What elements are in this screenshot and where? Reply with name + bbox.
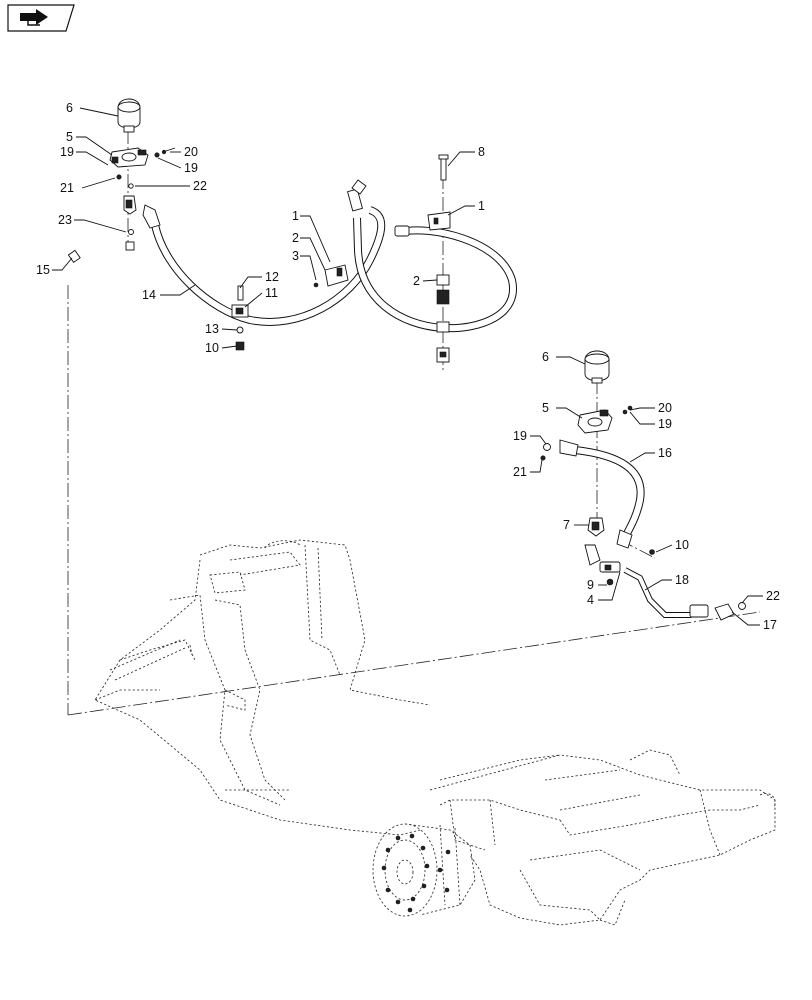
callout-2: 2 xyxy=(413,274,420,288)
axle-frame-outline xyxy=(94,539,776,926)
callout-14: 14 xyxy=(142,288,156,302)
callout-17: 17 xyxy=(763,618,777,632)
hose-loop[interactable] xyxy=(353,217,518,333)
callout-19: 19 xyxy=(658,417,672,431)
hose-clamp-stack[interactable] xyxy=(436,274,450,363)
callout-1: 1 xyxy=(478,199,485,213)
right-accumulator-assembly xyxy=(540,350,746,621)
hose-clamp-upper[interactable] xyxy=(427,211,451,231)
tee-fitting-7[interactable] xyxy=(587,517,605,537)
elbow-fitting[interactable] xyxy=(584,544,621,573)
callout-9: 9 xyxy=(587,578,594,592)
callout-8: 8 xyxy=(478,145,485,159)
assembly-chain-lines xyxy=(67,130,761,716)
callout-5: 5 xyxy=(542,401,549,415)
callout-22: 22 xyxy=(193,179,207,193)
fitting-17[interactable] xyxy=(714,602,746,621)
bracket-left[interactable] xyxy=(109,147,149,168)
callout-11: 11 xyxy=(265,286,278,300)
tube-18[interactable] xyxy=(623,567,709,618)
callout-19: 19 xyxy=(184,161,198,175)
callout-6: 6 xyxy=(66,101,73,115)
callout-15: 15 xyxy=(36,263,50,277)
callout-21: 21 xyxy=(60,181,74,195)
clamp-11[interactable] xyxy=(231,285,249,351)
callout-7: 7 xyxy=(563,518,570,532)
callout-19: 19 xyxy=(60,145,74,159)
callout-22: 22 xyxy=(766,589,780,603)
callout-3: 3 xyxy=(292,249,299,263)
bolt-8[interactable] xyxy=(438,154,449,181)
bracket-right[interactable] xyxy=(577,409,613,434)
callout-5: 5 xyxy=(66,130,73,144)
callout-20: 20 xyxy=(658,401,672,415)
callout-4: 4 xyxy=(587,593,594,607)
callout-19: 19 xyxy=(513,429,527,443)
callout-16: 16 xyxy=(658,446,672,460)
hose-16[interactable] xyxy=(559,439,645,549)
callout-6: 6 xyxy=(542,350,549,364)
accumulator-left[interactable] xyxy=(117,98,141,133)
callout-23: 23 xyxy=(58,213,72,227)
leader-lines xyxy=(52,107,763,626)
accumulator-right[interactable] xyxy=(584,350,610,384)
callout-2: 2 xyxy=(292,231,299,245)
callout-20: 20 xyxy=(184,145,198,159)
callout-18: 18 xyxy=(675,573,689,587)
hose-clamp-mid[interactable] xyxy=(324,264,349,287)
tee-fitting-left[interactable] xyxy=(123,195,137,215)
callout-12: 12 xyxy=(265,270,279,284)
callout-13: 13 xyxy=(205,322,219,336)
page-turn-arrow-icon[interactable] xyxy=(6,3,76,33)
hose-14[interactable] xyxy=(142,179,386,326)
callout-labels: 6 5 19 20 19 21 22 23 15 14 12 11 13 10 … xyxy=(36,101,780,632)
tube-15[interactable] xyxy=(67,249,132,274)
callout-10: 10 xyxy=(205,341,219,355)
callout-21: 21 xyxy=(513,465,527,479)
callout-10: 10 xyxy=(675,538,689,552)
left-accumulator-assembly xyxy=(67,98,518,363)
callout-1: 1 xyxy=(292,209,299,223)
